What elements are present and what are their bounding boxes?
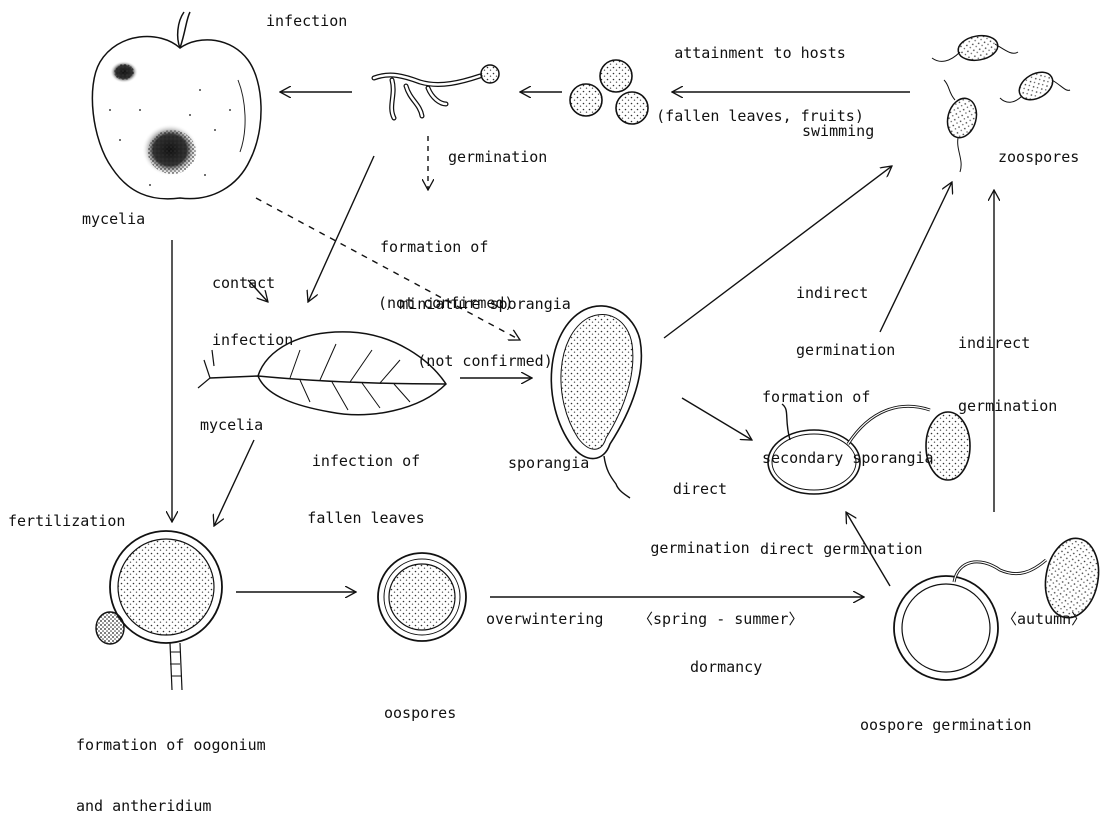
label-direct-germination-lower: direct germination	[760, 540, 923, 559]
label-swimming: swimming	[802, 122, 874, 141]
label-oospore-germination: oospore germination	[860, 716, 1032, 735]
label-oogonium-line1: formation of oogonium	[76, 736, 266, 755]
label-indirect-2-line1: indirect	[958, 334, 1057, 353]
label-secondary-sporangia: formation of secondary sporangia	[762, 350, 934, 487]
label-attainment-line1: attainment to hosts	[640, 44, 880, 63]
label-indirect-germination-2: indirect germination	[958, 296, 1057, 435]
arrow-leaf-to-oogonium	[214, 440, 254, 526]
encysted-spores-icon	[570, 60, 648, 124]
label-mycelia-leaf: mycelia	[200, 416, 263, 435]
label-contact-line2: infection	[212, 331, 293, 350]
label-indirect-2-line2: germination	[958, 397, 1057, 416]
label-direct-line1: direct	[640, 480, 760, 499]
arrow-germtube-to-leaf	[308, 156, 374, 302]
label-fertilization: fertilization	[8, 512, 125, 531]
germ-tube-icon	[374, 65, 499, 118]
label-autumn: 〈autumn〉	[1002, 610, 1086, 629]
label-oogonium-line2: and antheridium	[76, 797, 266, 816]
label-spring-summer: 〈spring - summer〉	[638, 610, 803, 629]
label-fallen-line1: infection of	[296, 452, 436, 471]
label-not-confirmed: (not confirmed)	[378, 294, 513, 313]
label-zoospores: zoospores	[998, 148, 1079, 167]
label-germination: germination	[448, 148, 547, 167]
germinating-oospore-icon	[894, 534, 1105, 680]
oospore-icon	[378, 553, 466, 641]
label-infection: infection	[266, 12, 347, 31]
label-infection-fallen-leaves: infection of fallen leaves	[296, 414, 436, 547]
label-dormancy: dormancy	[690, 658, 762, 677]
apple-fruit-icon	[92, 12, 261, 199]
label-secondary-line1: formation of	[762, 388, 934, 407]
label-sporangia: sporangia	[508, 454, 589, 473]
label-mycelia-fruit: mycelia	[82, 210, 145, 229]
label-overwintering: overwintering	[486, 610, 603, 629]
label-direct-germination: direct germination	[640, 442, 760, 577]
label-oogonium-antheridium: formation of oogonium and antheridium	[76, 698, 266, 835]
label-miniature-line3: (not confirmed)	[380, 352, 590, 371]
label-indirect-1-line1: indirect	[796, 284, 895, 303]
label-secondary-line2: secondary sporangia	[762, 449, 934, 468]
label-contact-infection: contact infection	[212, 236, 293, 369]
label-contact-line1: contact	[212, 274, 293, 293]
label-direct-line2: germination	[640, 539, 760, 558]
arrow-sporangia-to-secondary	[682, 398, 752, 440]
oogonium-antheridium-icon	[96, 531, 222, 690]
label-oospores: oospores	[384, 704, 456, 723]
label-fallen-line2: fallen leaves	[296, 509, 436, 528]
label-miniature-line1: formation of	[380, 238, 590, 257]
